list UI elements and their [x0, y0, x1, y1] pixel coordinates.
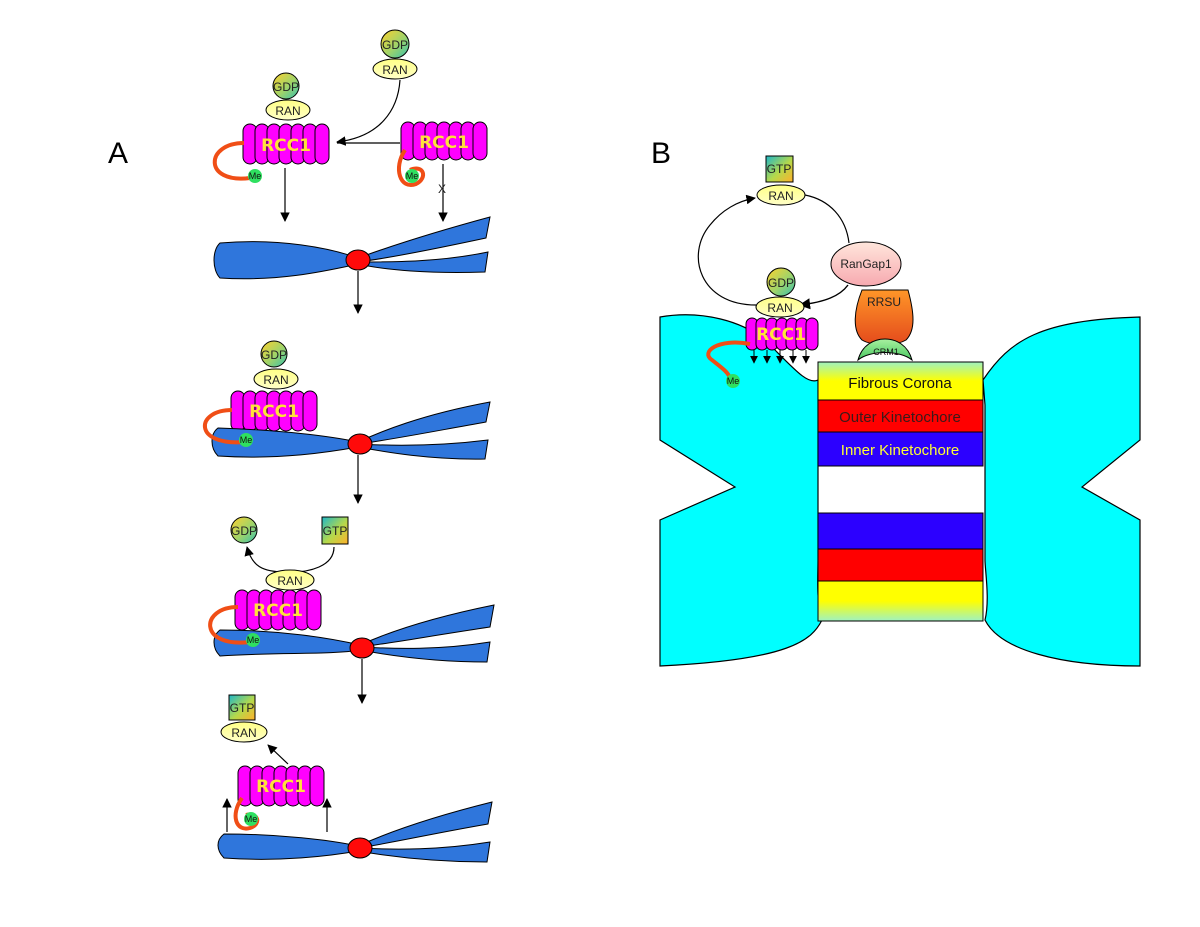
arrow-gdp-binding — [336, 79, 401, 146]
gdp-label: GDP — [382, 38, 408, 52]
outer-kinetochore-layer — [817, 399, 984, 433]
ran-label: RAN — [231, 726, 256, 740]
inner-kinetochore-layer — [817, 431, 984, 467]
me-bead — [244, 812, 258, 826]
me-label: Me — [247, 635, 260, 645]
centromere — [347, 837, 373, 859]
chromosome-1 — [213, 216, 491, 280]
cycle-arrow-to-rangap — [804, 194, 850, 244]
ran-ellipse — [372, 58, 418, 80]
ran-ellipse — [265, 99, 311, 121]
blocked-mark: X — [438, 182, 446, 196]
rcc1-label: RCC1 — [253, 601, 303, 621]
ran-label: RAN — [382, 63, 407, 77]
n-terminal-tail — [396, 148, 426, 187]
rcc1-protein — [234, 589, 322, 631]
gdp-label: GDP — [273, 80, 299, 94]
gdp-bead — [260, 340, 288, 368]
me-bead — [239, 433, 253, 447]
rangap1-label: RanGap1 — [840, 257, 892, 271]
inner-kinetochore-layer-lower — [817, 512, 984, 550]
me-bead — [248, 169, 262, 183]
rcc1-complex-1: GDP RAN RCC1 Me — [212, 72, 330, 183]
cycle-arrow-exchange — [697, 194, 757, 306]
rrsu-label: RRSU — [867, 295, 901, 309]
rcc1-protein — [230, 390, 318, 432]
ran-gtp-b: GTP RAN — [756, 155, 806, 206]
rcc1-label: RCC1 — [256, 777, 306, 797]
rcc1-dna-contacts — [750, 350, 810, 364]
panel-b-letter: B — [651, 137, 671, 170]
nucleotide-exchange: GDP GTP RAN RCC1 — [230, 516, 349, 631]
kinetochore-upper: Fibrous Corona Outer Kinetochore Inner K… — [817, 361, 984, 467]
rcc1-protein — [242, 123, 330, 165]
crm1-body — [857, 338, 913, 362]
ran-label: RAN — [277, 574, 302, 588]
me-label: Me — [245, 814, 258, 824]
rcc1-label: RCC1 — [419, 133, 469, 153]
ran-gdp-free: GDP RAN — [372, 29, 418, 80]
me-label: Me — [727, 376, 740, 386]
me-label: Me — [249, 171, 262, 181]
gtp-bead — [765, 155, 794, 183]
gdp-bead — [230, 516, 258, 544]
gtp-bead — [321, 516, 349, 545]
rcc1-protein — [237, 765, 325, 807]
rangap1 — [830, 241, 902, 287]
rcc1-complex-4: RCC1 Me — [233, 765, 325, 831]
rcc1-label: RCC1 — [261, 136, 311, 156]
gdp-label: GDP — [261, 348, 287, 362]
me-bead — [726, 374, 740, 388]
ran-label: RAN — [768, 189, 793, 203]
me-bead — [405, 169, 419, 183]
cycle-arrow-hydrolysis — [798, 284, 849, 310]
inner-kinetochore-label: Inner Kinetochore — [841, 442, 959, 459]
n-terminal-tail — [203, 408, 245, 445]
gtp-bead — [228, 694, 256, 721]
rcc1-label: RCC1 — [249, 402, 299, 422]
gdp-bead — [766, 267, 796, 297]
me-label: Me — [240, 435, 253, 445]
gdp-bead — [380, 29, 410, 59]
ran-label: RAN — [767, 301, 792, 315]
panel-a-letter: A — [108, 137, 128, 170]
centromere — [349, 637, 375, 659]
gdp-bead — [272, 72, 300, 100]
centromere — [345, 249, 371, 271]
gdp-label: GDP — [231, 524, 257, 538]
gtp-label: GTP — [767, 162, 792, 176]
ran-ellipse — [755, 296, 805, 318]
n-terminal-tail — [208, 605, 251, 645]
ran-label: RAN — [263, 373, 288, 387]
gtp-label: GTP — [323, 524, 348, 538]
kinetochore-lower — [817, 512, 984, 622]
rcc1-complex-2: GDP RAN RCC1 — [230, 340, 318, 432]
me-bead — [246, 633, 260, 647]
gdp-label: GDP — [768, 276, 794, 290]
rcc1-protein — [745, 317, 819, 351]
rcc1-complex-unmethylated: RCC1 Me — [396, 121, 488, 187]
gtp-label: GTP — [230, 701, 255, 715]
ran-ellipse — [253, 368, 299, 390]
fibrous-corona-layer-lower — [817, 580, 984, 622]
outer-kinetochore-layer-lower — [817, 548, 984, 582]
fibrous-corona-label: Fibrous Corona — [848, 375, 952, 392]
crm1-label: CRM1 — [873, 347, 899, 357]
rcc1-label: RCC1 — [756, 325, 806, 345]
n-terminal-tail — [706, 340, 751, 379]
exchange-arrow — [244, 546, 335, 573]
me-label: Me — [406, 171, 419, 181]
outer-kinetochore-label: Outer Kinetochore — [839, 409, 961, 426]
ran-ellipse — [220, 721, 268, 743]
ran-gtp-released: GTP RAN — [220, 694, 268, 743]
arrow-ran-release — [267, 744, 289, 765]
ran-label: RAN — [275, 104, 300, 118]
centromere — [347, 433, 373, 455]
rcc1-complex-b: GDP RAN RCC1 Me — [706, 267, 819, 388]
n-terminal-tail — [212, 141, 251, 181]
